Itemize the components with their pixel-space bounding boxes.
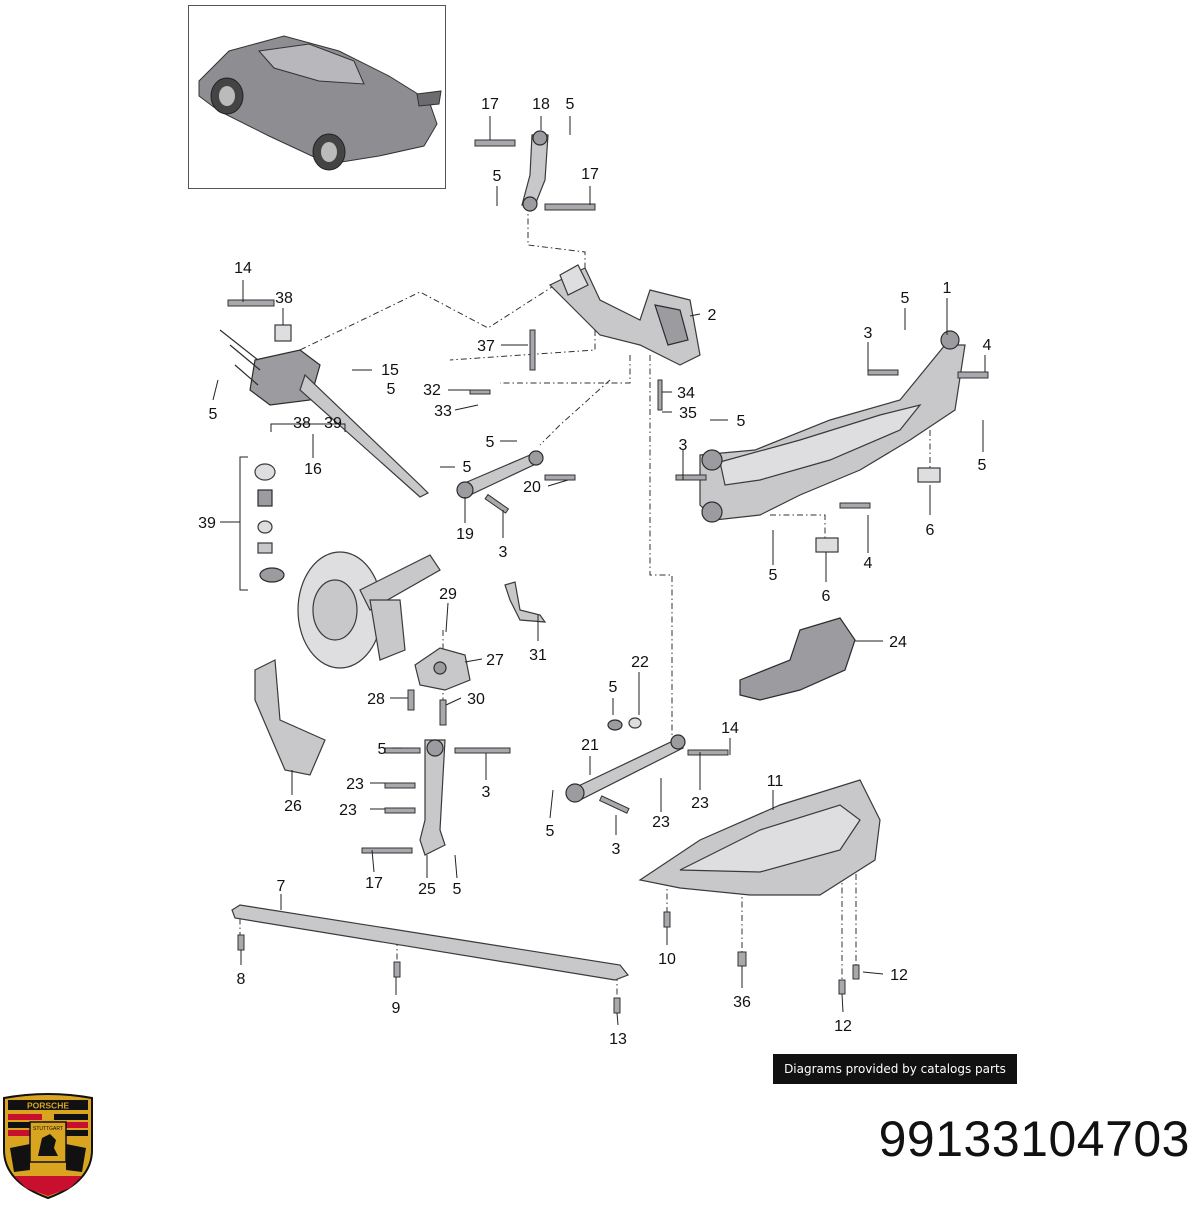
callout-9: 9 — [392, 1000, 401, 1017]
callout-13: 13 — [609, 1031, 627, 1048]
callout-30: 30 — [467, 691, 485, 708]
part-number: 99133104703 — [878, 1111, 1190, 1167]
callout-11: 11 — [767, 773, 784, 790]
callout-32: 32 — [423, 382, 441, 399]
callout-29: 29 — [439, 586, 457, 603]
callout-5: 5 — [546, 823, 555, 840]
callout-5: 5 — [387, 381, 396, 398]
fasteners — [237, 329, 989, 1014]
underbody-panel-part — [638, 779, 881, 896]
callout-39: 39 — [198, 515, 216, 532]
callout-33: 33 — [434, 403, 452, 420]
callout-5: 5 — [609, 679, 618, 696]
svg-text:PORSCHE: PORSCHE — [27, 1101, 69, 1111]
callout-7: 7 — [277, 878, 286, 895]
callout-12: 12 — [834, 1018, 852, 1035]
callout-26: 26 — [284, 798, 302, 815]
brand-crest-logo: PORSCHE STUTTGART — [0, 1092, 96, 1200]
callout-5: 5 — [378, 741, 387, 758]
callout-35: 35 — [679, 405, 697, 422]
callout-28: 28 — [367, 691, 385, 708]
callout-38: 38 — [275, 290, 293, 307]
svg-text:STUTTGART: STUTTGART — [33, 1126, 63, 1132]
callout-17: 17 — [481, 96, 499, 113]
wheel-carrier-part — [548, 264, 701, 366]
callout-10: 10 — [658, 951, 676, 968]
callout-3: 3 — [482, 784, 491, 801]
bushing-set-part — [254, 463, 285, 583]
callout-15: 15 — [381, 362, 399, 379]
callout-5: 5 — [493, 168, 502, 185]
vertical-link-part — [361, 739, 511, 856]
callout-5: 5 — [453, 881, 462, 898]
callout-23: 23 — [346, 776, 364, 793]
bracket-part — [504, 581, 547, 623]
callout-2: 2 — [708, 307, 717, 324]
callout-3: 3 — [864, 325, 873, 342]
toe-link-part — [456, 450, 576, 514]
cross-brace-part — [231, 904, 629, 981]
callout-6: 6 — [822, 588, 831, 605]
callout-23: 23 — [652, 814, 670, 831]
callout-3: 3 — [499, 544, 508, 561]
callout-16: 16 — [304, 461, 322, 478]
callout-17: 17 — [581, 166, 599, 183]
diagram-credit-banner: Diagrams provided by catalogs parts — [773, 1054, 1017, 1084]
callout-5: 5 — [566, 96, 575, 113]
callout-22: 22 — [631, 654, 649, 671]
hub-disc-part — [297, 551, 441, 669]
vehicle-thumbnail — [188, 5, 446, 189]
callout-5: 5 — [463, 459, 472, 476]
lower-link-part — [565, 717, 729, 814]
callout-23: 23 — [691, 795, 709, 812]
callout-5: 5 — [737, 413, 746, 430]
callout-5: 5 — [486, 434, 495, 451]
callout-34: 34 — [677, 385, 695, 402]
callout-1: 1 — [943, 280, 952, 297]
callout-14: 14 — [721, 720, 739, 737]
upper-link-part — [474, 130, 596, 212]
callout-17: 17 — [365, 875, 383, 892]
callout-3: 3 — [612, 841, 621, 858]
leader-lines — [212, 116, 986, 1026]
callout-4: 4 — [864, 555, 873, 572]
callout-27: 27 — [486, 652, 504, 669]
callout-21: 21 — [581, 737, 599, 754]
callout-4: 4 — [983, 337, 992, 354]
guide-cover-part — [739, 617, 856, 701]
callout-8: 8 — [237, 971, 246, 988]
callout-14: 14 — [234, 260, 252, 277]
callout-5: 5 — [978, 457, 987, 474]
car-silhouette-icon — [198, 35, 442, 171]
carrier-mount-part — [407, 647, 471, 726]
callout-12: 12 — [890, 967, 908, 984]
callout-38: 38 — [293, 415, 311, 432]
callout-5: 5 — [769, 567, 778, 584]
callout-25: 25 — [418, 881, 436, 898]
callout-24: 24 — [889, 634, 907, 651]
callout-36: 36 — [733, 994, 751, 1011]
callout-19: 19 — [456, 526, 474, 543]
air-duct-part — [254, 659, 326, 776]
callout-39: 39 — [324, 415, 342, 432]
callout-20: 20 — [523, 479, 541, 496]
callout-31: 31 — [529, 647, 547, 664]
callout-37: 37 — [477, 338, 495, 355]
callout-5: 5 — [209, 406, 218, 423]
callout-labels: 17 18 5 5 17 2 1 5 3 4 5 3 5 6 4 5 6 34 … — [198, 96, 991, 1048]
rear-subframe-part — [699, 330, 966, 523]
callout-23: 23 — [339, 802, 357, 819]
damper-assembly-part — [219, 299, 430, 498]
callout-18: 18 — [532, 96, 550, 113]
callout-6: 6 — [926, 522, 935, 539]
callout-3: 3 — [679, 437, 688, 454]
callout-5: 5 — [901, 290, 910, 307]
